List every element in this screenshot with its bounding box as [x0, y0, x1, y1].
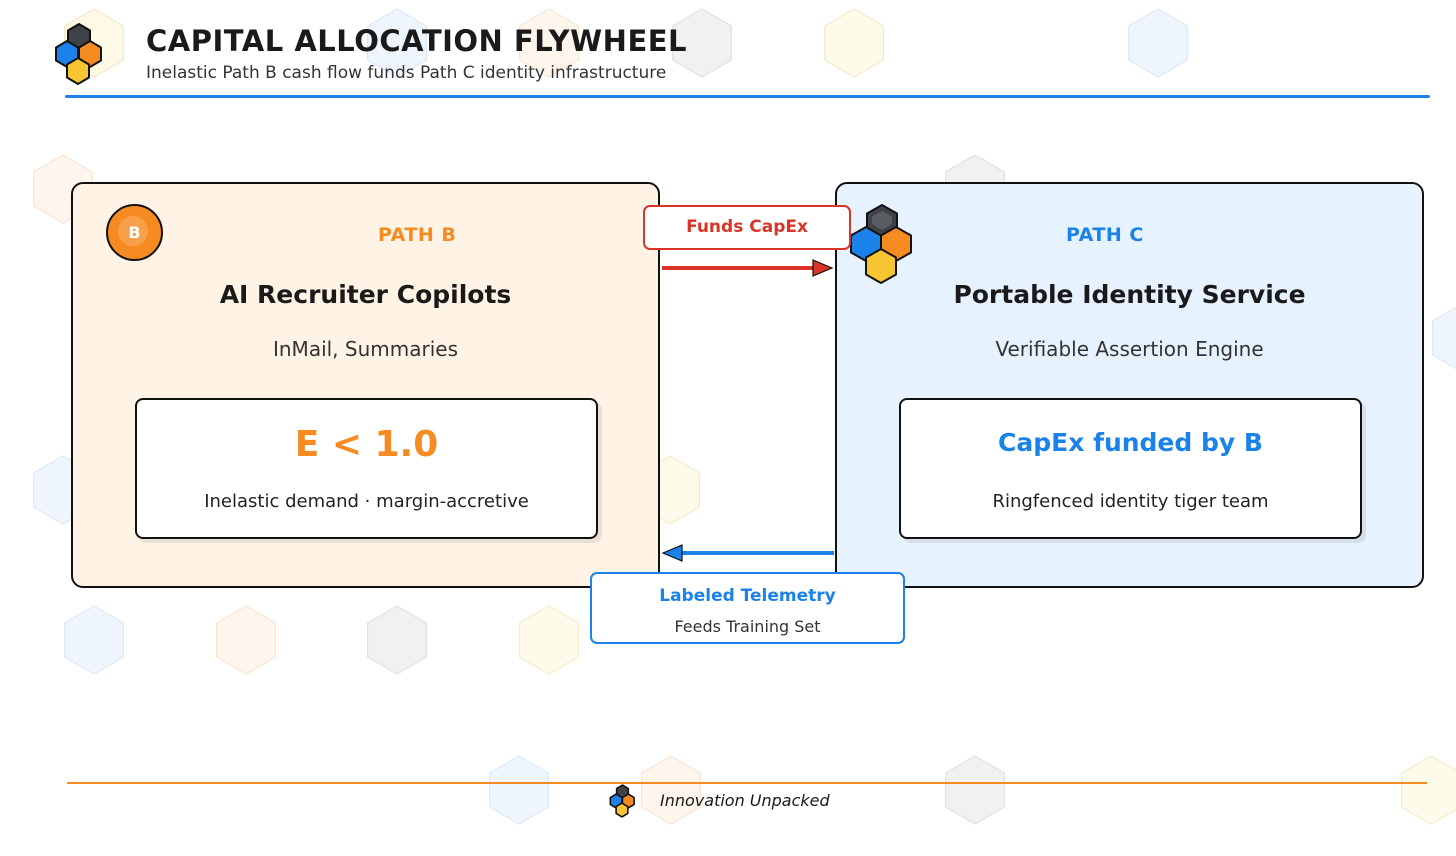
funds-capex-arrowhead — [812, 259, 834, 277]
path-c-note: Ringfenced identity tiger team — [992, 491, 1269, 512]
page-subtitle: Inelastic Path B cash flow funds Path C … — [146, 63, 667, 83]
path-b-metric: E < 1.0 — [294, 424, 439, 465]
path-b-note: Inelastic demand · margin-accretive — [204, 491, 529, 512]
path-c-logo-icon — [850, 204, 912, 284]
path-c-metric-card: CapEx funded by B Ringfenced identity ti… — [899, 398, 1362, 539]
path-c-metric: CapEx funded by B — [998, 428, 1263, 457]
path-b-badge-letter: B — [128, 223, 141, 242]
path-b-badge-icon: B — [106, 204, 163, 261]
path-b-panel: B PATH B AI Recruiter Copilots InMail, S… — [71, 182, 660, 588]
path-b-title: AI Recruiter Copilots — [219, 280, 512, 309]
path-b-metric-card: E < 1.0 Inelastic demand · margin-accret… — [135, 398, 598, 539]
path-b-label: PATH B — [378, 224, 457, 246]
footer-divider — [67, 782, 1427, 784]
telemetry-label-box: Labeled Telemetry Feeds Training Set — [590, 572, 905, 644]
path-c-subtitle: Verifiable Assertion Engine — [995, 337, 1264, 361]
telemetry-arrowhead — [661, 544, 683, 562]
header-divider — [65, 95, 1430, 98]
path-c-title: Portable Identity Service — [953, 280, 1306, 309]
funds-capex-label: Funds CapEx — [643, 205, 851, 250]
footer-brand: Innovation Unpacked — [660, 791, 830, 810]
path-c-label: PATH C — [1066, 224, 1144, 246]
path-c-panel: PATH C Portable Identity Service Verifia… — [835, 182, 1424, 588]
brand-logo-icon — [55, 23, 102, 85]
footer-logo-icon — [609, 784, 635, 818]
path-b-subtitle: InMail, Summaries — [272, 337, 458, 361]
telemetry-title: Labeled Telemetry — [659, 586, 836, 606]
telemetry-subtitle: Feeds Training Set — [674, 617, 821, 636]
page-title: CAPITAL ALLOCATION FLYWHEEL — [146, 24, 688, 58]
